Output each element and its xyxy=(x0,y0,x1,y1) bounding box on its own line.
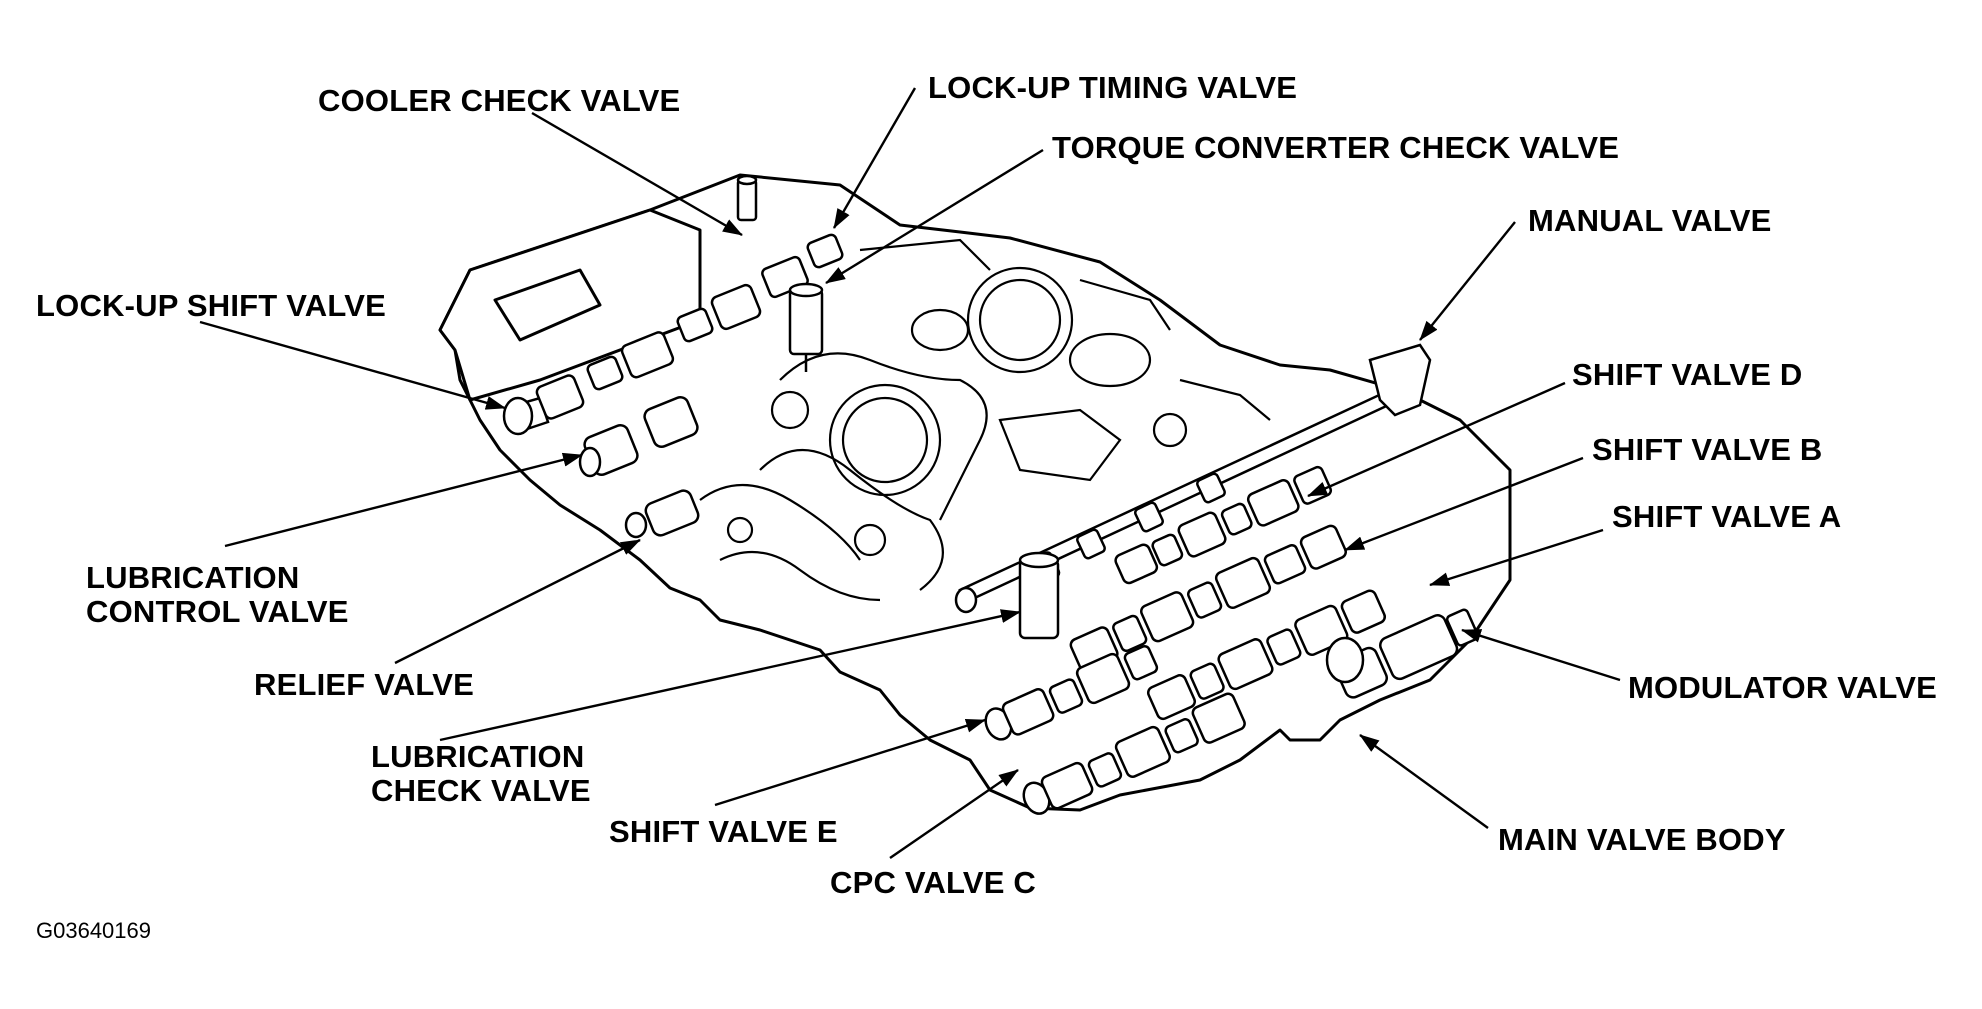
label-modulator-valve: MODULATOR VALVE xyxy=(1628,670,1937,705)
leader-main-valve-body xyxy=(1359,734,1489,829)
shift-valve-spools xyxy=(984,465,1480,815)
label-lubrication-check-valve: LUBRICATION CHECK VALVE xyxy=(371,740,591,808)
label-lubrication-check-valve-line1: LUBRICATION xyxy=(371,739,585,774)
leader-lubrication-check-valve xyxy=(439,609,1021,742)
leader-torque-converter-check-valve xyxy=(825,148,1044,285)
figure-code: G03640169 xyxy=(36,918,151,943)
label-shift-valve-d: SHIFT VALVE D xyxy=(1572,357,1803,392)
leader-cpc-valve-c xyxy=(889,769,1019,859)
casting-passages xyxy=(699,238,1271,602)
label-lockup-shift-valve: LOCK-UP SHIFT VALVE xyxy=(36,288,386,323)
leader-shift-valve-a xyxy=(1429,528,1604,587)
valve-body-casting xyxy=(438,173,1512,812)
leader-manual-valve xyxy=(1419,221,1516,341)
leader-relief-valve xyxy=(394,538,641,665)
leader-shift-valve-e xyxy=(714,718,986,807)
leader-cooler-check-valve xyxy=(531,111,743,237)
label-lockup-timing-valve: LOCK-UP TIMING VALVE xyxy=(928,70,1298,105)
label-shift-valve-e: SHIFT VALVE E xyxy=(609,814,838,849)
label-shift-valve-b: SHIFT VALVE B xyxy=(1592,432,1823,467)
label-lubrication-control-valve-line2: CONTROL VALVE xyxy=(86,594,349,629)
label-torque-converter-check-valve: TORQUE CONVERTER CHECK VALVE xyxy=(1052,130,1620,165)
leader-lubrication-control-valve xyxy=(224,452,583,548)
lockup-valve-spools xyxy=(502,174,844,539)
leader-modulator-valve xyxy=(1461,628,1621,682)
label-main-valve-body: MAIN VALVE BODY xyxy=(1498,822,1786,857)
leader-shift-valve-d xyxy=(1307,381,1566,498)
leader-lockup-shift-valve xyxy=(199,320,506,410)
label-relief-valve: RELIEF VALVE xyxy=(254,667,474,702)
leader-lines xyxy=(199,87,1621,859)
label-cpc-valve-c: CPC VALVE C xyxy=(830,865,1037,900)
leader-lockup-timing-valve xyxy=(832,87,917,229)
label-manual-valve: MANUAL VALVE xyxy=(1528,203,1772,238)
label-lubrication-check-valve-line2: CHECK VALVE xyxy=(371,773,591,808)
label-shift-valve-a: SHIFT VALVE A xyxy=(1612,499,1842,534)
label-lubrication-control-valve: LUBRICATION CONTROL VALVE xyxy=(86,561,349,629)
manual-valve xyxy=(954,343,1432,640)
leader-shift-valve-b xyxy=(1344,456,1584,552)
label-cooler-check-valve: COOLER CHECK VALVE xyxy=(318,83,681,118)
label-lubrication-control-valve-line1: LUBRICATION xyxy=(86,560,300,595)
